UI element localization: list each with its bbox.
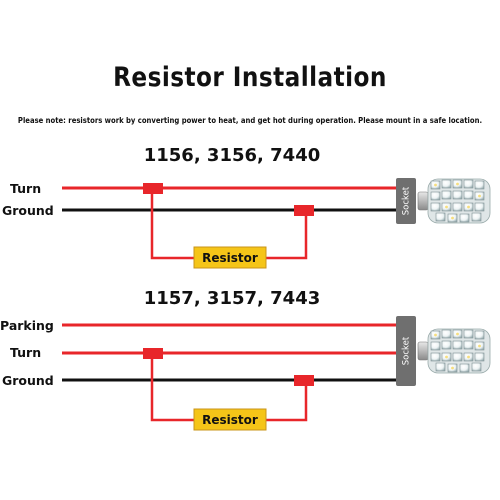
section-1: 1156, 3156, 7440 Turn Ground Resistor So… [2, 145, 491, 269]
led-bulb-icon [417, 328, 491, 374]
resistor: Resistor [193, 408, 267, 431]
splice-connector [143, 348, 163, 359]
page-title: Resistor Installation [113, 62, 387, 93]
resistor: Resistor [193, 246, 267, 269]
wire-label-ground: Ground [2, 203, 54, 218]
resistor-lead-right [264, 212, 308, 260]
section-heading: 1157, 3157, 7443 [144, 288, 321, 309]
resistor-label: Resistor [202, 251, 258, 265]
socket-label: Socket [402, 336, 412, 365]
splice-connector [294, 205, 314, 216]
wire-label-turn: Turn [10, 345, 41, 360]
resistor-lead-left [150, 190, 196, 260]
wire-label-ground: Ground [2, 373, 54, 388]
wire-label-parking: Parking [0, 318, 54, 333]
splice-connector [294, 375, 314, 386]
resistor-lead-left [150, 355, 196, 422]
wire-label-turn: Turn [10, 181, 41, 196]
splice-connector [143, 183, 163, 194]
socket: Socket [396, 178, 416, 224]
safety-note: Please note: resistors work by convertin… [17, 115, 483, 125]
section-heading: 1156, 3156, 7440 [144, 145, 321, 166]
led-bulb-icon [417, 178, 491, 224]
socket-label: Socket [402, 186, 412, 215]
section-2: 1157, 3157, 7443 Parking Turn Ground Res… [0, 288, 491, 431]
socket: Socket [396, 316, 416, 386]
resistor-lead-right [264, 382, 308, 422]
resistor-label: Resistor [202, 413, 258, 427]
